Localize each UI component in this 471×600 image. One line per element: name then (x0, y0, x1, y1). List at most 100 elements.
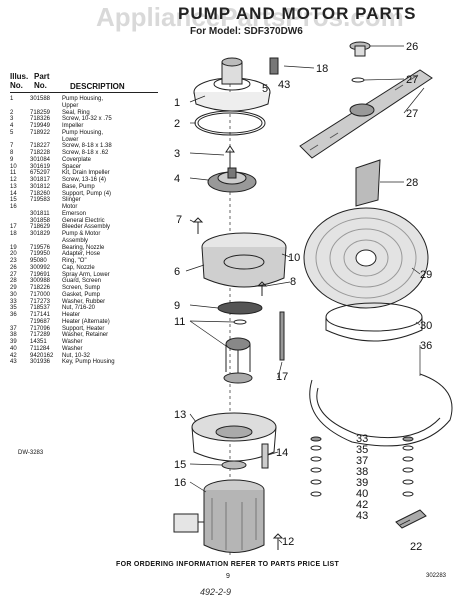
part-no: 717141 (30, 312, 51, 318)
part-description: Heater (62, 312, 81, 318)
illus-no: 37 (10, 325, 17, 332)
pump-housing-key (269, 57, 279, 75)
part-no: 718537 (30, 305, 51, 312)
drawing-code: DW-3283 (18, 450, 44, 456)
part-no: 95080 (30, 258, 47, 264)
pump-housing-lower (201, 232, 287, 288)
part-description: Assembly (62, 237, 89, 244)
part-no: 301588 (30, 96, 51, 102)
illus-no: 35 (10, 305, 17, 312)
part-description: Nut, 10-32 (62, 352, 91, 359)
model-line: For Model: SDF370DW6 (190, 26, 303, 37)
callout-2: 2 (174, 118, 180, 130)
callout-1: 1 (174, 97, 180, 109)
callout-38: 38 (356, 466, 368, 478)
part-description: Emerson (62, 210, 87, 217)
callout-29: 29 (420, 269, 432, 281)
part-description: Support, Heater (62, 325, 105, 332)
col-part-no: Part No. (34, 72, 50, 90)
part-no: 711284 (30, 345, 50, 352)
heater (309, 373, 453, 447)
part-no: 301811 (30, 210, 50, 217)
callout-39: 39 (356, 477, 368, 489)
part-description: Screw, 8-18 x .62 (62, 150, 109, 156)
illus-no: 26 (10, 264, 17, 271)
part-description: Upper (62, 102, 79, 109)
part-description: Guard, Screen (62, 278, 102, 285)
illus-no: 12 (10, 177, 17, 183)
sump-screen (303, 207, 429, 309)
col-description: DESCRIPTION (70, 82, 125, 91)
part-description: Bearing, Nozzle (62, 244, 105, 251)
bleeder-assembly (279, 311, 285, 361)
part-no: 9420162 (30, 352, 54, 359)
callout-43: 43 (356, 510, 368, 522)
part-no: 719576 (30, 244, 51, 251)
part-description: Slinger (62, 197, 81, 204)
callout-37: 37 (356, 455, 368, 467)
callout-33: 33 (356, 433, 368, 445)
col-illus-no: Illus. No. (10, 72, 29, 90)
illus-no: 2 (10, 109, 14, 116)
part-description: Motor (62, 204, 78, 210)
part-description: Washer, Retainer (62, 332, 109, 339)
callout-17: 17 (276, 371, 288, 383)
page-number: 9 (226, 573, 230, 580)
part-no: 675297 (30, 170, 51, 177)
coverplate (217, 301, 263, 315)
part-no: 718228 (30, 150, 51, 156)
callout-40: 40 (356, 488, 368, 500)
callout-26: 26 (406, 41, 418, 53)
part-no: 301936 (30, 359, 51, 366)
part-description: Key, Pump Housing (62, 359, 115, 366)
callout-4: 4 (174, 173, 180, 185)
part-no: 718226 (30, 285, 51, 291)
part-description: Heater (Alternate) (62, 318, 110, 325)
callout-25: 27 (406, 74, 418, 86)
part-no: 301817 (30, 177, 51, 183)
slinger (221, 460, 247, 470)
illus-no: 36 (10, 312, 17, 318)
illus-no: 18 (10, 231, 17, 237)
part-no: 718922 (30, 129, 51, 136)
pump-base (191, 412, 277, 462)
part-no: 719687 (30, 318, 51, 325)
part-description: Pump Housing, (62, 96, 104, 102)
callout-11: 11 (174, 316, 185, 328)
illus-no: 15 (10, 197, 17, 204)
callout-14: 14 (276, 447, 288, 459)
illus-no: 27 (10, 271, 17, 278)
part-description: Cap, Nozzle (62, 264, 95, 271)
screw-part (225, 145, 235, 168)
part-description: Washer, Rubber (62, 298, 106, 305)
callout-6: 6 (174, 266, 180, 278)
part-no: 717096 (30, 325, 51, 332)
callout-15: 15 (174, 459, 186, 471)
watermark-text: AppliancePartsPros.com (96, 2, 404, 32)
illus-no: 29 (10, 285, 17, 291)
part-no: 717273 (30, 298, 51, 305)
callout-42: 42 (356, 499, 368, 511)
part-description: Gasket, Pump (62, 291, 101, 298)
illus-no: 19 (10, 244, 17, 251)
part-description: Washer (62, 345, 83, 352)
part-no: 718260 (30, 190, 51, 197)
part-description: Ring, "O" (62, 258, 87, 264)
callout-9: 9 (174, 300, 180, 312)
